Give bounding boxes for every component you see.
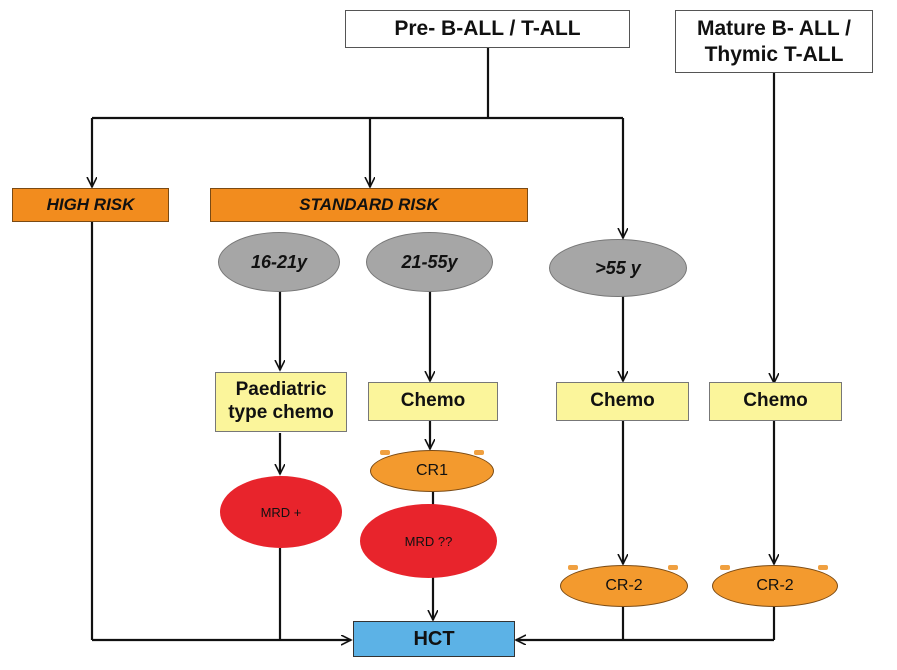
mrd-unknown-oval: MRD ?? [360,504,497,578]
age-16-21-label: 16-21y [250,251,308,272]
mrd-plus-oval: MRD + [220,476,342,548]
standard-risk-box: STANDARD RISK [210,188,528,222]
standard-risk-label: STANDARD RISK [299,195,439,214]
age-over-55-label: >55 y [595,257,641,278]
cr2-elderly-label: CR-2 [605,577,643,594]
cr2-mature-oval: CR-2 [712,565,838,607]
paediatric-chemo-label-line1: Paediatric [235,379,327,401]
cr2-elderly-marker-right [668,565,678,570]
pre-b-all-label: Pre- B-ALL / T-ALL [394,17,581,41]
chemo-standard-label: Chemo [400,390,466,412]
high-risk-box: HIGH RISK [12,188,169,222]
cr1-marker-right [474,450,484,455]
mature-b-all-label-line1: Mature B- ALL / [696,17,851,41]
chemo-elderly-box: Chemo [556,382,689,421]
high-risk-label: HIGH RISK [46,195,135,214]
pre-b-all-box: Pre- B-ALL / T-ALL [345,10,630,48]
cr1-label: CR1 [415,462,448,479]
paediatric-chemo-label-line2: type chemo [228,402,334,423]
cr1-oval: CR1 [370,450,494,492]
age-16-21-oval: 16-21y [218,232,340,292]
cr2-elderly-marker-left [568,565,578,570]
age-over-55-oval: >55 y [549,239,687,297]
mature-b-all-label-line2: Thymic T-ALL [704,42,844,66]
hct-box: HCT [353,621,515,657]
age-21-55-oval: 21-55y [366,232,493,292]
mrd-unknown-label: MRD ?? [404,533,453,549]
cr2-mature-marker-left [720,565,730,570]
cr2-mature-marker-right [818,565,828,570]
cr2-mature-label: CR-2 [756,577,794,594]
paediatric-chemo-box: Paediatric type chemo [215,372,347,432]
hct-label: HCT [413,627,455,650]
chemo-standard-box: Chemo [368,382,498,421]
age-21-55-label: 21-55y [401,251,458,272]
cr2-elderly-oval: CR-2 [560,565,688,607]
mrd-plus-label: MRD + [260,504,302,520]
chemo-mature-label: Chemo [743,390,808,412]
chemo-mature-box: Chemo [709,382,842,421]
mature-b-all-box: Mature B- ALL / Thymic T-ALL [675,10,873,73]
cr1-marker-left [380,450,390,455]
chemo-elderly-label: Chemo [590,390,655,412]
